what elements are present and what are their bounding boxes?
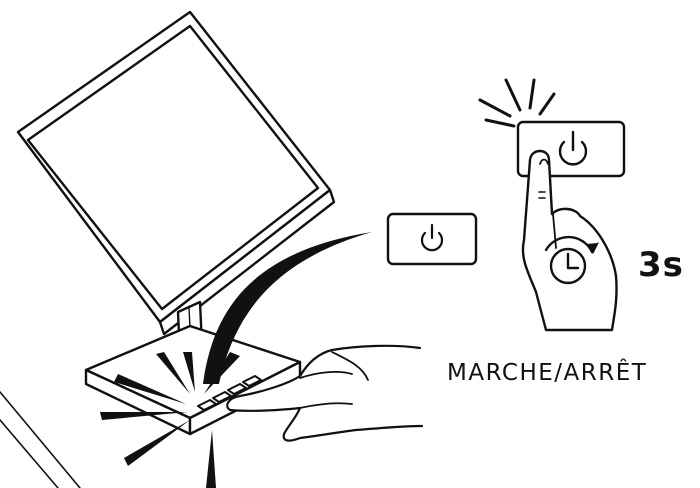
flash-rays xyxy=(478,78,556,128)
monitor-side xyxy=(158,188,336,336)
monitor-panel xyxy=(16,10,332,324)
power-caption: MARCHE/ARRÊT xyxy=(447,360,648,386)
timer-icon xyxy=(544,235,599,285)
base-button xyxy=(212,391,232,403)
hand-icon xyxy=(226,344,424,442)
base-buttons xyxy=(197,375,262,411)
monitor xyxy=(16,10,336,336)
press-rays xyxy=(100,352,240,488)
power-icon xyxy=(420,223,444,252)
base-button xyxy=(197,399,217,411)
base-button xyxy=(242,375,262,387)
press-duration: 3s xyxy=(638,245,684,285)
power-icon xyxy=(558,130,588,166)
monitor-inner-edge xyxy=(26,24,320,311)
power-button-large xyxy=(478,78,626,178)
base-button xyxy=(227,383,247,395)
background-lines xyxy=(0,391,81,488)
power-button-callout xyxy=(386,212,478,266)
hand-icon xyxy=(521,149,618,332)
callout-swoosh xyxy=(203,232,372,384)
